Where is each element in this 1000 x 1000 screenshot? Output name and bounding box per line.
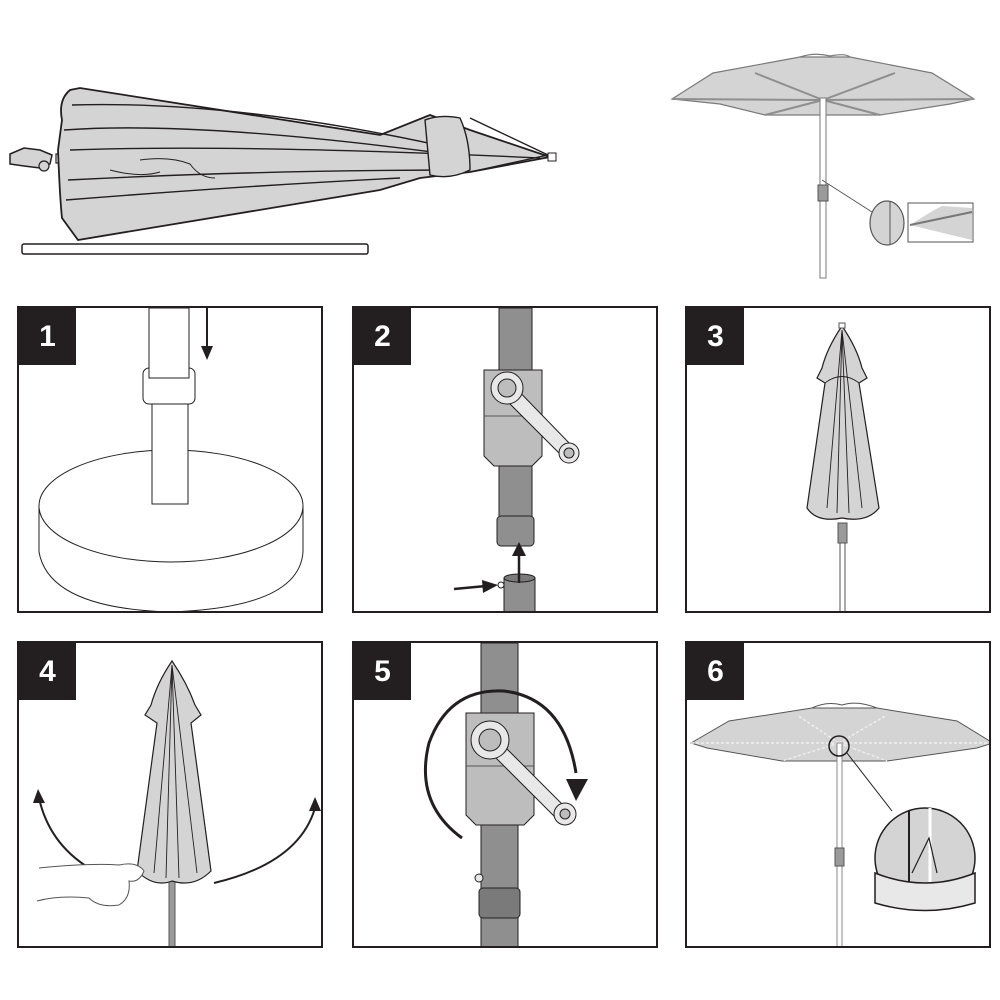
arrow-up-icon xyxy=(511,540,527,584)
step-6-panel: 6 xyxy=(685,641,991,948)
crank-pole-joining-drawing xyxy=(453,308,580,611)
step-number-badge: 1 xyxy=(19,308,76,365)
turn-crank-drawing xyxy=(424,643,588,946)
step-3-panel: 3 xyxy=(685,306,991,613)
step-number-badge: 2 xyxy=(354,308,411,365)
arrow-down-icon xyxy=(199,308,215,363)
closed-umbrella-illustration xyxy=(0,60,600,280)
step-2-panel: 2 xyxy=(352,306,658,613)
step-1-panel: 1 xyxy=(17,306,323,613)
step-5-panel: 5 xyxy=(352,641,658,948)
open-umbrella-drawing xyxy=(670,53,976,279)
rotate-clockwise-icon xyxy=(424,688,589,843)
step-number-badge: 5 xyxy=(354,643,411,700)
step-4-panel: 4 xyxy=(17,641,323,948)
step-number-badge: 6 xyxy=(687,643,744,700)
loosen-canopy-drawing xyxy=(33,659,321,946)
open-umbrella-illustration xyxy=(650,40,1000,290)
step-number-badge: 4 xyxy=(19,643,76,700)
step-number-badge: 3 xyxy=(687,308,744,365)
hub-detail-callout-icon xyxy=(875,808,975,908)
base-and-pole-drawing xyxy=(38,308,304,611)
hand-icon xyxy=(37,858,147,910)
closed-umbrella-drawing xyxy=(9,87,557,255)
closed-umbrella-upright-drawing xyxy=(806,322,880,611)
arrow-right-icon xyxy=(452,578,500,594)
open-umbrella-hub-detail-drawing xyxy=(689,702,989,946)
curved-arrow-right-icon xyxy=(214,793,321,888)
